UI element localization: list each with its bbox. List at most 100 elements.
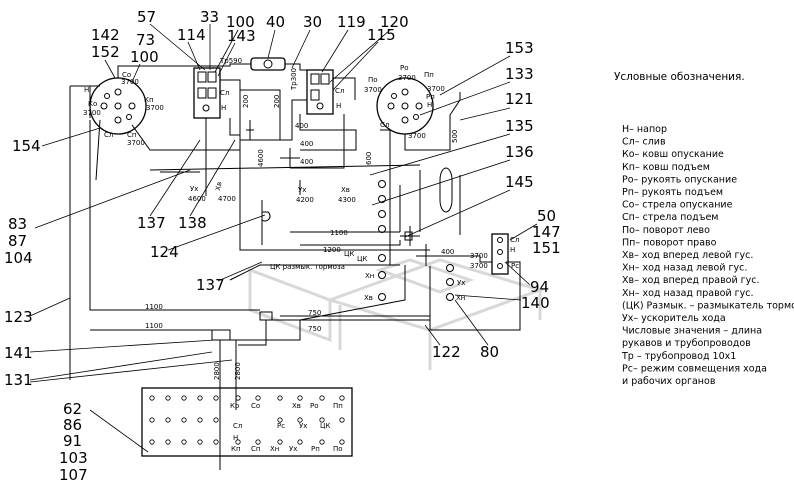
len-750a: 750	[308, 309, 321, 317]
callout-83: 83	[8, 215, 27, 233]
len-4700: 4700	[218, 195, 236, 203]
mark-n-left: Н	[84, 86, 89, 94]
len-4200: 4200	[296, 196, 314, 204]
callout-120: 120	[380, 13, 409, 31]
callout-137a: 137	[137, 214, 166, 232]
mark-n-right: Н	[427, 101, 432, 109]
callout-114: 114	[177, 26, 206, 44]
mark-pc: Рс	[511, 262, 519, 270]
callout-121: 121	[505, 90, 534, 108]
port-hole	[339, 439, 345, 445]
mark-pp: Пп	[424, 71, 434, 79]
callout-123: 123	[4, 308, 33, 326]
mark-3700-rs1: 3700	[470, 252, 488, 260]
leader-lines	[29, 23, 538, 453]
callout-140: 140	[521, 294, 550, 312]
callout-numbers: 57 33 100 40 30 119 120 114 143 115 142 …	[4, 8, 561, 484]
callout-143: 143	[227, 27, 256, 45]
port-hole	[213, 395, 219, 401]
legend-item: рукавов и трубопроводов	[622, 338, 751, 349]
len-2800b: 2800	[234, 362, 242, 380]
port-hole	[297, 417, 303, 423]
callout-133: 133	[505, 65, 534, 83]
cv-pc: Рс	[277, 422, 285, 430]
len-600: 600	[365, 152, 373, 165]
cv-po: По	[333, 445, 343, 453]
callout-103: 103	[59, 449, 88, 467]
mark-ck: ЦК	[344, 250, 354, 258]
callout-135: 135	[505, 117, 534, 135]
callout-33: 33	[200, 8, 219, 26]
len-750b: 750	[308, 325, 321, 333]
legend-item: Рп– рукоять подъем	[622, 187, 723, 198]
mark-3700-so: 3700	[121, 78, 139, 86]
mark-n-block: Н	[221, 104, 226, 112]
port-hole	[165, 439, 171, 445]
len-4300: 4300	[338, 196, 356, 204]
port-hole	[213, 417, 219, 423]
port-hole	[181, 439, 187, 445]
legend-item: Хн– ход назад правой гус.	[622, 288, 754, 299]
cv-n: Н	[233, 434, 238, 442]
callout-100b: 100	[130, 48, 159, 66]
len-4600b: 4600	[188, 195, 206, 203]
port-hole	[213, 439, 219, 445]
legend-item: Н– напор	[622, 124, 667, 135]
len-4600a: 4600	[257, 149, 265, 167]
port-hole	[165, 395, 171, 401]
port-hole	[197, 395, 203, 401]
port-hole	[339, 417, 345, 423]
mark-ux-b: Ух	[298, 186, 306, 194]
callout-138: 138	[178, 214, 207, 232]
mark-3700-kp: 3700	[146, 104, 164, 112]
callout-86: 86	[63, 416, 82, 434]
callout-104: 104	[4, 249, 33, 267]
callout-131: 131	[4, 371, 33, 389]
control-valve-block: Ко Со Хв Ро Пп Сл Н Рс Ух ЦК Кп Сп Хн Ух…	[141, 387, 353, 457]
port-hole	[181, 395, 187, 401]
legend-item: Рс– режим совмещения хода	[622, 363, 767, 374]
cv-ro: Ро	[310, 402, 319, 410]
callout-50: 50	[537, 207, 556, 225]
callout-137b: 137	[196, 276, 225, 294]
port-hole	[297, 439, 303, 445]
callout-91: 91	[63, 432, 82, 450]
port-hole	[277, 417, 283, 423]
port-hole	[197, 417, 203, 423]
port-hole	[149, 395, 155, 401]
callout-154: 154	[12, 137, 41, 155]
mark-3700-pp: 3700	[427, 85, 445, 93]
mark-tr590: Тр590	[219, 57, 242, 65]
callout-141: 141	[4, 344, 33, 362]
legend-title: Условные обозначения.	[614, 71, 745, 83]
callout-107: 107	[59, 466, 88, 484]
callout-136: 136	[505, 143, 534, 161]
callout-119: 119	[337, 13, 366, 31]
port-hole	[277, 395, 283, 401]
len-1100a: 1100	[330, 229, 348, 237]
port-hole	[235, 395, 241, 401]
left-joystick: Со 3700 Ко 3700 Кп 3700 Сл Сп 3700 Н	[83, 71, 164, 147]
len-1100c: 1100	[145, 322, 163, 330]
len-400a: 400	[295, 122, 308, 130]
mark-xv-b: Хв	[341, 186, 350, 194]
legend-item: Пп– поворот право	[622, 237, 717, 248]
len-2800a: 2800	[213, 362, 221, 380]
mark-ux-a: Ух	[190, 185, 198, 193]
mark-tr300: Тр300	[290, 68, 298, 91]
legend-item: и рабочих органов	[622, 376, 716, 387]
callout-124: 124	[150, 243, 179, 261]
mark-3700-rs2: 3700	[470, 262, 488, 270]
port-hole	[319, 439, 325, 445]
port-hole	[149, 439, 155, 445]
len-1100b: 1100	[145, 303, 163, 311]
len-200a: 200	[242, 95, 250, 108]
legend-item: Хв– ход вперед правой гус.	[622, 275, 760, 286]
callout-62: 62	[63, 400, 82, 418]
mark-rp: Рп	[426, 93, 435, 101]
cv-so: Со	[251, 402, 260, 410]
port-hole	[255, 439, 261, 445]
mark-sl-block2: Сл	[335, 87, 344, 95]
